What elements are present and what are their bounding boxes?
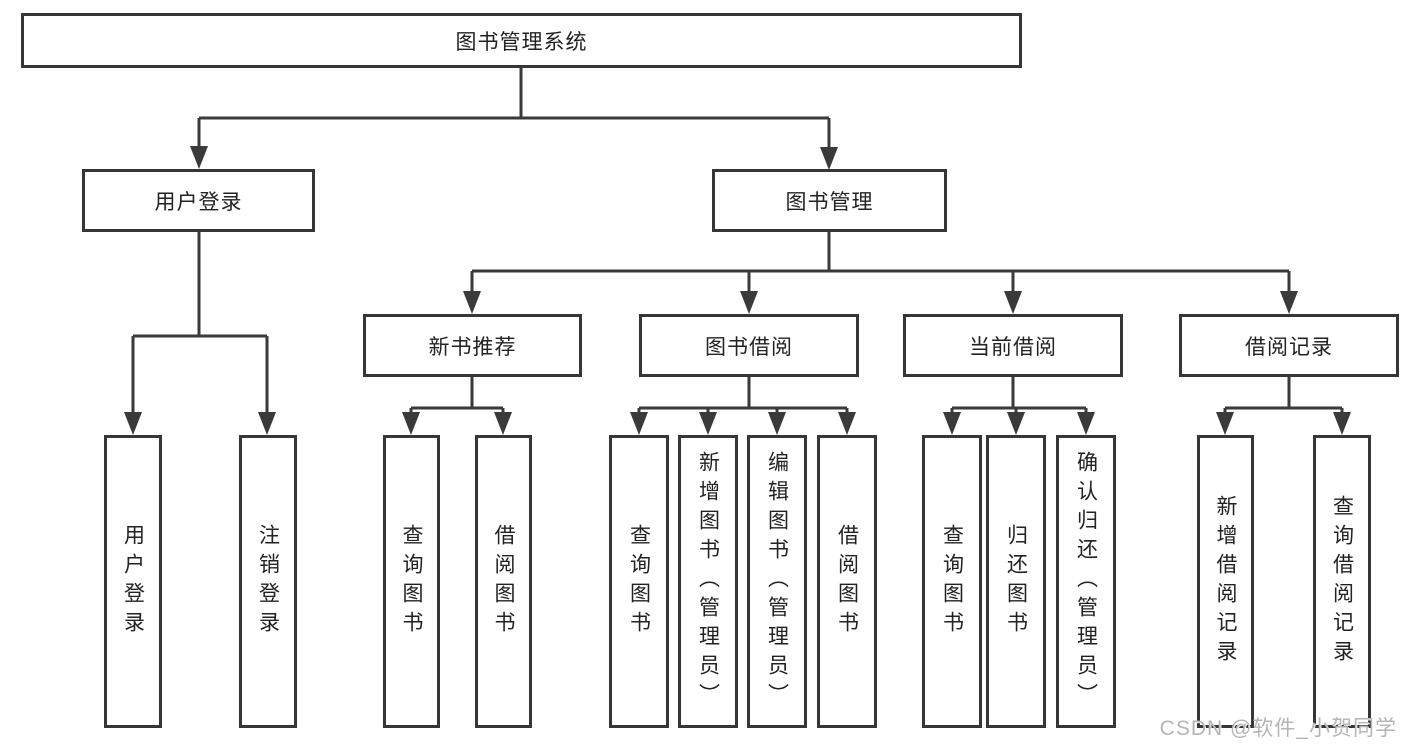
leaf-confirm-return-admin: 确认归还（管理员） bbox=[1056, 435, 1116, 728]
leaf-query-book-3: 查询图书 bbox=[922, 435, 982, 728]
leaf-borrow-book-2: 借阅图书 bbox=[817, 435, 877, 728]
leaf-query-book-1: 查询图书 bbox=[383, 435, 440, 728]
leaf-user-login: 用户登录 bbox=[104, 435, 162, 728]
node-book-borrow: 图书借阅 bbox=[639, 314, 859, 377]
leaf-query-borrow-record: 查询借阅记录 bbox=[1313, 435, 1371, 728]
node-new-book-recommend: 新书推荐 bbox=[363, 314, 582, 377]
watermark: CSDN @软件_小贺同学 bbox=[1159, 717, 1397, 740]
node-root: 图书管理系统 bbox=[21, 13, 1022, 68]
leaf-query-book-2: 查询图书 bbox=[609, 435, 669, 728]
arrowhead-icons bbox=[124, 146, 1351, 435]
node-book-management: 图书管理 bbox=[712, 169, 947, 232]
leaf-edit-book-admin: 编辑图书（管理员） bbox=[747, 435, 807, 728]
node-current-borrow: 当前借阅 bbox=[903, 314, 1123, 377]
node-user-login: 用户登录 bbox=[82, 169, 315, 232]
leaf-logout: 注销登录 bbox=[239, 435, 297, 728]
leaf-add-book-admin: 新增图书（管理员） bbox=[678, 435, 738, 728]
leaf-add-borrow-record: 新增借阅记录 bbox=[1197, 435, 1254, 728]
leaf-return-book: 归还图书 bbox=[986, 435, 1046, 728]
node-borrow-record: 借阅记录 bbox=[1179, 314, 1399, 377]
leaf-borrow-book-1: 借阅图书 bbox=[475, 435, 532, 728]
